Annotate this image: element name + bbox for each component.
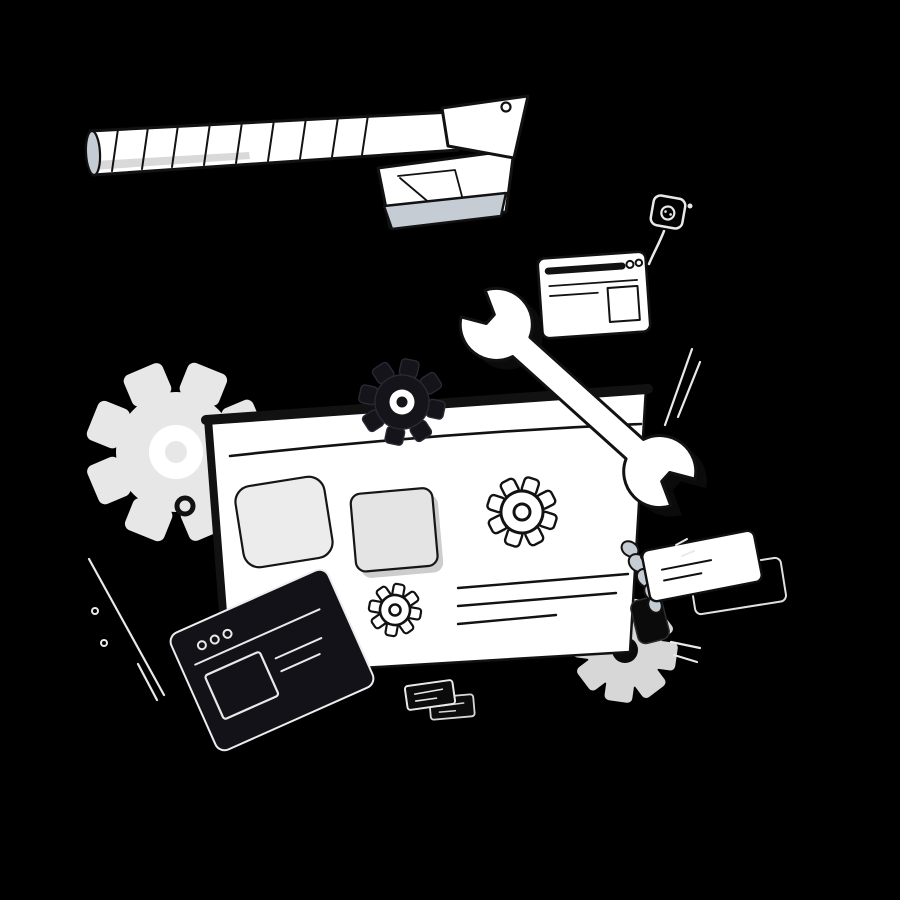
- plug-pin: [664, 210, 667, 213]
- gear-outline-medium-icon: [485, 476, 559, 549]
- wrench-icon: [458, 286, 707, 517]
- note-tags: [403, 679, 476, 721]
- placeholder-box: [349, 487, 439, 573]
- terminal-window: [169, 568, 375, 752]
- window-control-dot: [196, 640, 207, 651]
- terminal-text-lines: [274, 637, 323, 673]
- sparkle-lines: [675, 538, 695, 557]
- card-text-lines: [456, 572, 630, 626]
- card-front: [641, 529, 763, 603]
- gear-hub-center: [396, 396, 408, 408]
- terminal-inner-frame: [204, 651, 280, 720]
- window-control-dot: [625, 259, 635, 269]
- axe-rivet: [500, 101, 512, 113]
- window-control-dot: [634, 258, 644, 267]
- plug-pin: [669, 213, 672, 216]
- gear-hub-center: [165, 441, 187, 463]
- power-cable: [647, 229, 666, 266]
- held-cards: [641, 529, 788, 664]
- dash-lines: [669, 640, 702, 664]
- gear-hub: [388, 603, 402, 617]
- power-plug-group: [647, 194, 687, 266]
- browser-window: [536, 250, 652, 340]
- power-plug-icon: [649, 194, 687, 230]
- image-placeholder-1: [234, 475, 334, 569]
- plug-body: [649, 194, 687, 230]
- plug-socket: [660, 205, 676, 221]
- axe-head-top: [440, 94, 530, 160]
- axe-handle-stripes: [111, 114, 369, 172]
- axe-illustration: [84, 94, 530, 231]
- gear-outline-small-icon: [367, 582, 423, 638]
- motion-dot: [100, 639, 108, 647]
- terminal-frame: [169, 568, 375, 752]
- note-tag-front: [403, 679, 457, 711]
- gear-hub: [512, 502, 532, 522]
- browser-content-lines: [548, 279, 638, 297]
- window-control-dot: [209, 634, 220, 645]
- card-face-lines: [660, 559, 713, 582]
- axe-handle-tip: [84, 129, 102, 177]
- gear-black-icon: [357, 358, 447, 447]
- gear-hook-hole: [174, 495, 196, 517]
- placeholder-box: [234, 475, 334, 569]
- card-header-divider: [228, 422, 643, 458]
- motion-dot: [687, 203, 693, 209]
- card-face: [641, 529, 763, 603]
- motion-dot: [91, 607, 99, 615]
- motion-lines: [87, 203, 702, 702]
- motion-line-top-right: [663, 347, 702, 427]
- note-box: [403, 679, 457, 711]
- image-placeholder-2: [349, 487, 444, 578]
- wrench-body: [458, 286, 698, 510]
- window-control-dot: [222, 628, 233, 639]
- browser-inner-panel: [606, 284, 641, 323]
- motion-line-left: [87, 557, 166, 702]
- note-lines: [413, 688, 444, 702]
- terminal-header-line: [194, 608, 321, 666]
- browser-titlebar: [544, 262, 626, 275]
- axe-blade-edge: [382, 191, 508, 231]
